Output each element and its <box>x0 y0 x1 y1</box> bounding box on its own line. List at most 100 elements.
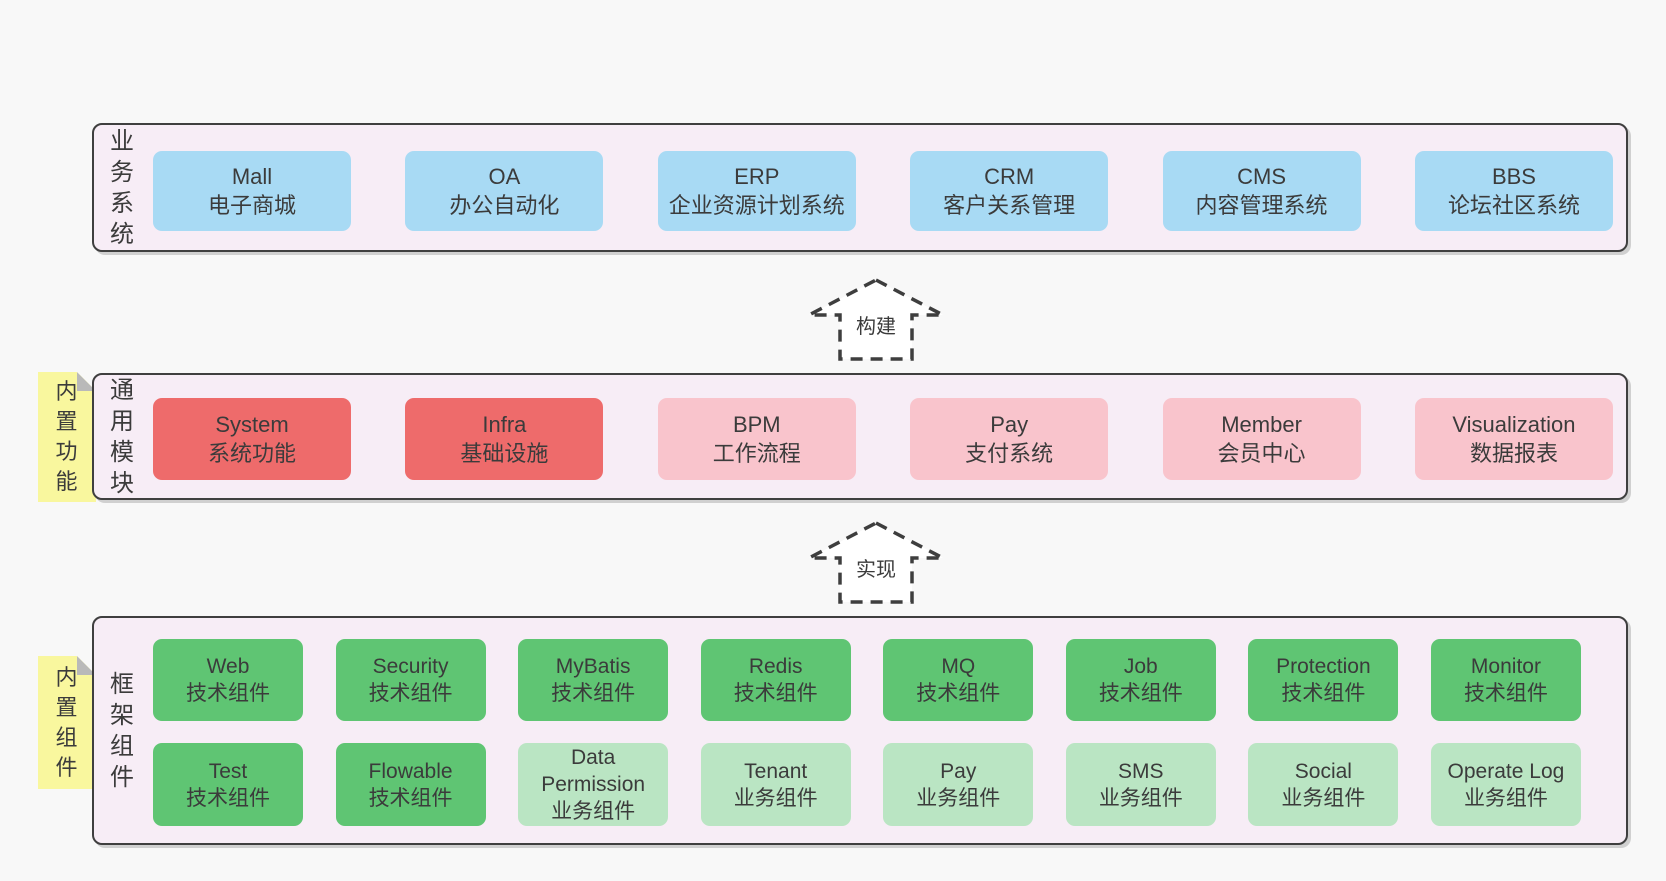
box-bbs: BBS 论坛社区系统 <box>1414 151 1613 231</box>
box-title: ERP <box>734 164 780 189</box>
box-tenant: Tenant 业务组件 <box>700 743 851 826</box>
box-subtitle: 技术组件 <box>186 682 270 705</box>
builtin-components-tab-label: 内置组件 <box>55 664 78 780</box>
box-subtitle: 业务组件 <box>916 786 1001 810</box>
box-subtitle: 业务组件 <box>1098 786 1183 810</box>
box-title: MyBatis <box>555 655 631 678</box>
box-mall: Mall 电子商城 <box>153 151 351 231</box>
box-subtitle: 客户关系管理 <box>943 193 1076 218</box>
box-bpm: BPM 工作流程 <box>657 398 856 480</box>
box-subtitle: 企业资源计划系统 <box>668 193 845 218</box>
box-oa: OA 办公自动化 <box>405 151 604 231</box>
box-title: Member <box>1221 412 1302 437</box>
implement-arrow-label: 实现 <box>853 558 899 582</box>
box-title: BBS <box>1491 164 1536 189</box>
box-title: MQ <box>941 655 976 678</box>
box-subtitle: 业务组件 <box>733 786 818 810</box>
box-mybatis: MyBatis 技术组件 <box>518 639 669 721</box>
box-title: Redis <box>748 655 803 678</box>
box-subtitle: 内容管理系统 <box>1195 193 1328 218</box>
box-security: Security 技术组件 <box>335 639 486 721</box>
box-subtitle: 支付系统 <box>965 441 1054 466</box>
box-flowable: Flowable 技术组件 <box>335 743 486 826</box>
box-title: Tenant <box>744 759 808 783</box>
box-job: Job 技术组件 <box>1065 639 1216 721</box>
box-title: Test <box>208 759 248 783</box>
box-title: Security <box>372 655 449 678</box>
layer-label-framework: 框架组件 <box>110 670 134 791</box>
box-subtitle: 数据报表 <box>1469 441 1558 466</box>
box-title: Pay <box>990 412 1029 437</box>
box-social: Social 业务组件 <box>1248 743 1399 826</box>
layer-common-modules: 通用模块 System 系统功能 Infra 基础设施 BPM 工作流程 Pay 支付系统 Me… <box>92 373 1628 500</box>
box-title: Job <box>1123 655 1158 678</box>
box-subtitle: 业务组件 <box>551 800 636 823</box>
builtin-components-tab: 内置组件 <box>38 656 96 789</box>
box-title: Pay <box>940 759 977 783</box>
box-cms: CMS 内容管理系统 <box>1162 151 1361 231</box>
box-test: Test 技术组件 <box>153 743 303 826</box>
box-infra: Infra 基础设施 <box>405 398 604 480</box>
box-system: System 系统功能 <box>153 398 351 480</box>
box-title: Visualization <box>1452 412 1576 437</box>
box-title: Operate Log <box>1447 759 1565 783</box>
box-subtitle: 电子商城 <box>207 193 296 218</box>
box-title: Social <box>1294 759 1352 783</box>
box-subtitle: 技术组件 <box>1463 682 1548 705</box>
box-title: CRM <box>984 164 1035 189</box>
box-crm: CRM 客户关系管理 <box>910 151 1109 231</box>
box-pay: Pay 支付系统 <box>910 398 1109 480</box>
box-subtitle: 工作流程 <box>712 441 801 466</box>
box-subtitle: 论坛社区系统 <box>1447 193 1580 218</box>
box-subtitle: 基础设施 <box>460 441 549 466</box>
box-subtitle: 技术组件 <box>1281 682 1366 705</box>
box-visualization: Visualization 数据报表 <box>1414 398 1613 480</box>
box-sms: SMS 业务组件 <box>1065 743 1216 826</box>
build-arrow-label: 构建 <box>853 315 899 339</box>
box-title: System <box>215 412 289 437</box>
business-box-row: Mall 电子商城 OA 办公自动化 ERP 企业资源计划系统 CRM 客户关系管理 CMS 内容… <box>153 151 1613 231</box>
box-title: CMS <box>1237 164 1286 189</box>
box-title: Flowable <box>368 759 453 783</box>
box-subtitle: 技术组件 <box>368 682 453 705</box>
layer-business-systems: 业务系统 Mall 电子商城 OA 办公自动化 ERP 企业资源计划系统 CRM 客户关系管理… <box>92 123 1628 252</box>
box-title: Monitor <box>1470 655 1541 678</box>
box-operate-log: Operate Log 业务组件 <box>1430 743 1581 826</box>
builtin-features-tab: 内置功能 <box>38 372 96 502</box>
box-subtitle: 办公自动化 <box>449 193 560 218</box>
box-subtitle: 业务组件 <box>1281 786 1366 810</box>
box-protection: Protection 技术组件 <box>1248 639 1399 721</box>
layer-label-common: 通用模块 <box>110 376 134 497</box>
box-title: SMS <box>1118 759 1164 783</box>
box-subtitle: 系统功能 <box>207 441 296 466</box>
build-arrow: 构建 <box>806 277 946 362</box>
box-title: Infra <box>482 412 527 437</box>
box-erp: ERP 企业资源计划系统 <box>657 151 856 231</box>
layer-label-business: 业务系统 <box>110 127 134 248</box>
box-subtitle: 技术组件 <box>186 786 270 810</box>
box-pay: Pay 业务组件 <box>883 743 1034 826</box>
box-title: Protection <box>1276 655 1371 678</box>
box-title: Web <box>206 655 250 678</box>
box-title: Mall <box>231 164 273 189</box>
implement-arrow: 实现 <box>806 520 946 605</box>
box-title: OA <box>488 164 521 189</box>
box-subtitle: 技术组件 <box>1098 682 1183 705</box>
box-subtitle: 技术组件 <box>916 682 1001 705</box>
box-title: BPM <box>732 412 781 437</box>
box-title: Data Permission <box>541 746 646 796</box>
box-web: Web 技术组件 <box>153 639 303 721</box>
box-monitor: Monitor 技术组件 <box>1430 639 1581 721</box>
box-subtitle: 业务组件 <box>1463 786 1548 810</box>
box-subtitle: 技术组件 <box>368 786 453 810</box>
box-subtitle: 技术组件 <box>733 682 818 705</box>
box-data-permission: Data Permission 业务组件 <box>518 743 669 826</box>
box-subtitle: 技术组件 <box>551 682 636 705</box>
box-redis: Redis 技术组件 <box>700 639 851 721</box>
